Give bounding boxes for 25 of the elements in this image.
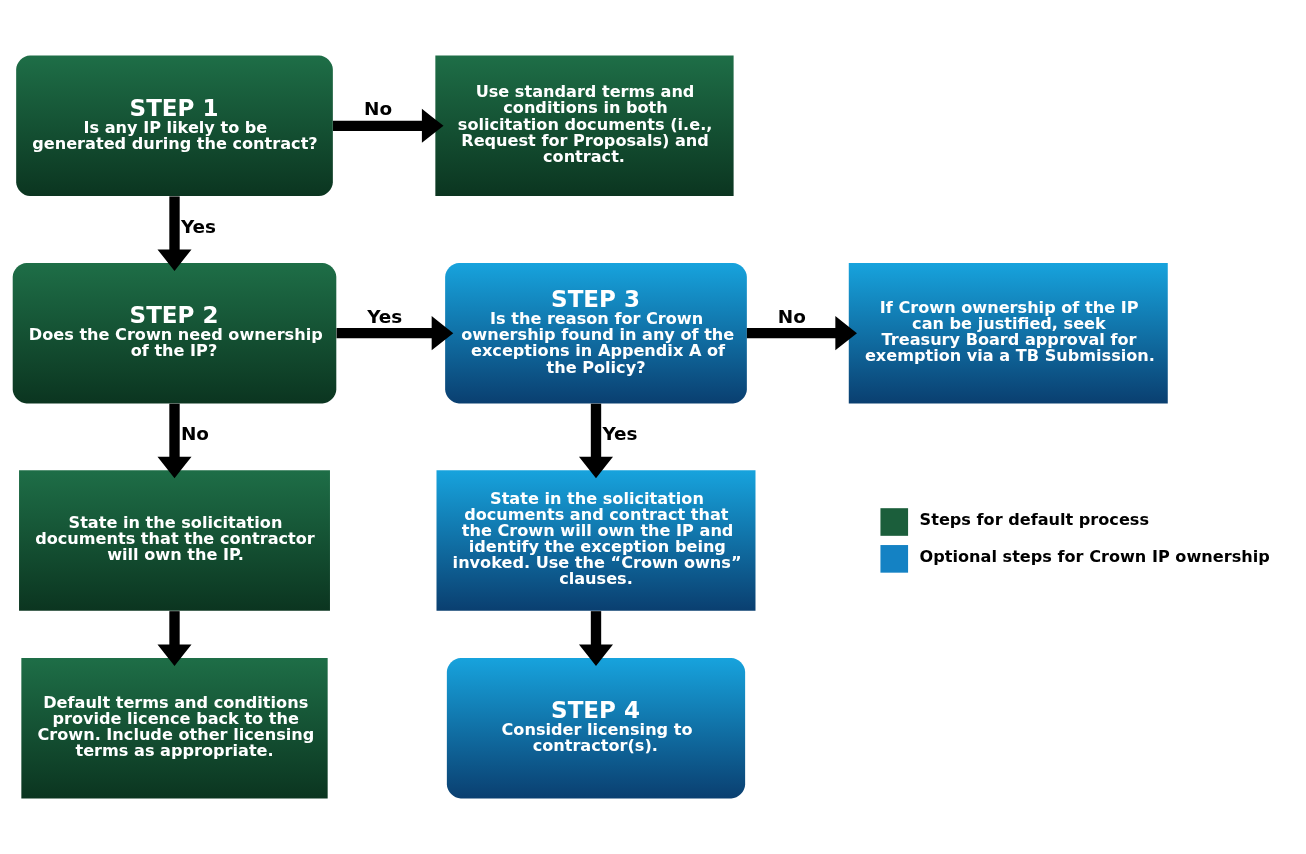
- edge-label: No: [777, 305, 806, 327]
- legend-label: Optional steps for Crown IP ownership: [919, 546, 1270, 566]
- arrow: [578, 403, 613, 479]
- node-box: Use standard terms and conditions in both solicitation documents (i.e., Request for Proposals) and contract.: [435, 55, 734, 197]
- edge-label: Yes: [602, 423, 638, 445]
- arrow: [746, 316, 857, 351]
- node-box: STEP 3 Is the reason for Crown ownership found in any of the exceptions in Appendix A of the Policy?: [445, 262, 747, 404]
- edge-label: Yes: [180, 215, 217, 237]
- node-box: If Crown ownership of the IP can be justified, seek Treasury Board approval for exemption via a TB Submission.: [848, 262, 1168, 404]
- legend-label: Steps for default process: [919, 510, 1150, 530]
- node-box: STEP 4 Consider licensing to contractor(s).: [446, 657, 746, 799]
- arrow: [336, 316, 454, 351]
- arrow: [157, 611, 192, 667]
- arrow: [157, 403, 192, 479]
- arrow: [333, 108, 444, 143]
- arrow: [579, 611, 613, 667]
- node-box: State in the solicitation documents that the contractor will own the IP.: [19, 470, 330, 611]
- node-box: STEP 2 Does the Crown need ownership of the IP?: [12, 262, 337, 404]
- edge-label: Yes: [367, 305, 403, 327]
- edge-label: No: [364, 98, 393, 120]
- node-box: STEP 1 Is any IP likely to be generated during the contract?: [16, 55, 333, 197]
- edge-label: No: [180, 423, 209, 445]
- node-box: Default terms and conditions provide licence back to the Crown. Include other licensing terms as appropriate.: [21, 657, 328, 799]
- node-box: State in the solicitation documents and contract that the Crown will own the IP and identify the exception being invoked. Use the “Crown owns” clauses.: [436, 470, 756, 611]
- arrow: [157, 196, 192, 272]
